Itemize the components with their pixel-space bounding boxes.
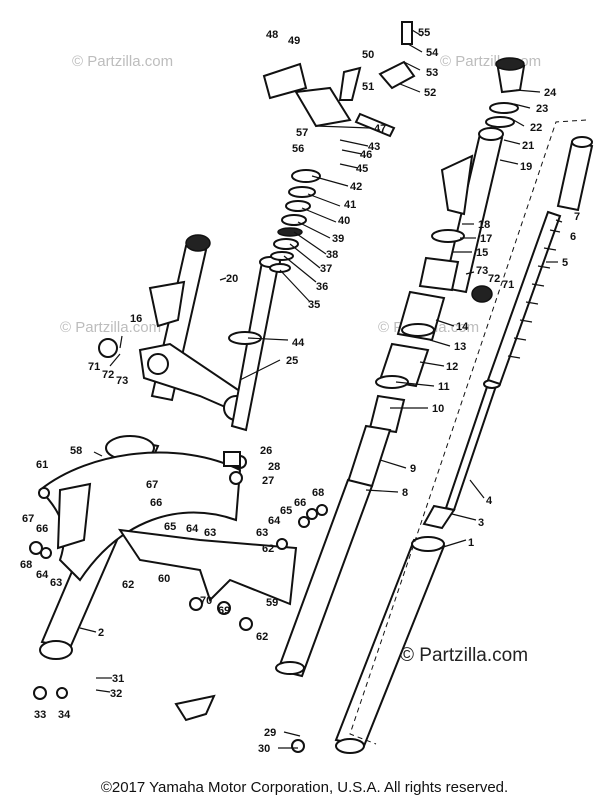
callout-16: 16	[130, 313, 142, 325]
callout-52: 52	[424, 87, 436, 99]
callout-15: 15	[476, 247, 488, 259]
callout-21: 21	[522, 140, 534, 152]
callout-32: 32	[110, 688, 122, 700]
callout-56: 56	[292, 143, 304, 155]
callout-25: 25	[286, 355, 298, 367]
callout-26: 26	[260, 445, 272, 457]
callout-61: 61	[36, 459, 48, 471]
callout-17: 17	[480, 233, 492, 245]
callout-4: 4	[486, 495, 493, 507]
callout-64-center: 64	[186, 523, 199, 535]
callout-66-right: 66	[294, 497, 306, 509]
callout-70: 70	[200, 595, 212, 607]
callout-13: 13	[454, 341, 466, 353]
callout-19: 19	[520, 161, 532, 173]
callout-6: 6	[570, 231, 576, 243]
callout-44: 44	[292, 337, 305, 349]
callout-35: 35	[308, 299, 320, 311]
callout-65-center: 65	[164, 521, 176, 533]
callout-40: 40	[338, 215, 350, 227]
callout-72-right: 72	[488, 273, 500, 285]
callout-62-right-top: 62	[262, 543, 274, 555]
callout-28: 28	[268, 461, 280, 473]
right-fork-assembly	[275, 57, 594, 754]
callout-64-left: 64	[36, 569, 49, 581]
callout-24: 24	[544, 87, 557, 99]
callout-71-right: 71	[502, 279, 514, 291]
watermark-bottom-right: © Partzilla.com	[400, 645, 528, 666]
callout-34: 34	[58, 709, 71, 721]
callout-63-left: 63	[50, 577, 62, 589]
callout-64-right: 64	[268, 515, 281, 527]
callout-55: 55	[418, 27, 430, 39]
callout-54: 54	[426, 47, 439, 59]
callout-14: 14	[456, 321, 469, 333]
callout-20: 20	[226, 273, 238, 285]
callout-27: 27	[262, 475, 274, 487]
steering-bearing-stack	[262, 21, 416, 273]
leader-lines	[79, 29, 563, 749]
callout-22: 22	[530, 122, 542, 134]
callout-37: 37	[320, 263, 332, 275]
callout-63-center: 63	[204, 527, 216, 539]
watermark-mid-left: © Partzilla.com	[60, 319, 161, 336]
callout-51: 51	[362, 81, 374, 93]
callout-46: 46	[360, 149, 372, 161]
callout-49: 49	[288, 35, 300, 47]
callout-7: 7	[574, 211, 580, 223]
callout-43: 43	[368, 141, 380, 153]
callout-68-right: 68	[312, 487, 324, 499]
callout-11: 11	[438, 381, 450, 393]
callout-65-right: 65	[280, 505, 292, 517]
callout-72-left: 72	[102, 369, 114, 381]
callout-47: 47	[374, 123, 386, 135]
callout-labels: 55 54 53 52 48 49 50 51 24 23 22 21 19 4…	[20, 27, 580, 755]
callout-45: 45	[356, 163, 368, 175]
callout-67-center: 67	[146, 479, 158, 491]
callout-58: 58	[70, 445, 82, 457]
small-hardware	[29, 338, 328, 753]
callout-53: 53	[426, 67, 438, 79]
callout-10: 10	[432, 403, 444, 415]
callout-23: 23	[536, 103, 548, 115]
callout-62-bottom: 62	[256, 631, 268, 643]
callout-69: 69	[218, 605, 230, 617]
callout-48: 48	[266, 29, 278, 41]
callout-66-center: 66	[150, 497, 162, 509]
callout-73-right: 73	[476, 265, 488, 277]
callout-29: 29	[264, 727, 276, 739]
callout-39: 39	[332, 233, 344, 245]
callout-30: 30	[258, 743, 270, 755]
callout-36: 36	[316, 281, 328, 293]
callout-59: 59	[266, 597, 278, 609]
callout-3: 3	[478, 517, 484, 529]
watermark-top-right: © Partzilla.com	[440, 53, 541, 70]
callout-18: 18	[478, 219, 490, 231]
callout-67-left: 67	[22, 513, 34, 525]
callout-1: 1	[468, 537, 474, 549]
callout-2: 2	[98, 627, 104, 639]
left-fork-assembly	[38, 234, 298, 660]
callout-63-right: 63	[256, 527, 268, 539]
watermark-top-left: © Partzilla.com	[72, 53, 173, 70]
callout-38: 38	[326, 249, 338, 261]
callout-12: 12	[446, 361, 458, 373]
callout-60: 60	[158, 573, 170, 585]
callout-5: 5	[562, 257, 568, 269]
callout-57: 57	[296, 127, 308, 139]
callout-50: 50	[362, 49, 374, 61]
callout-66-left: 66	[36, 523, 48, 535]
callout-33: 33	[34, 709, 46, 721]
callout-68-left: 68	[20, 559, 32, 571]
callout-42: 42	[350, 181, 362, 193]
callout-62-left: 62	[122, 579, 134, 591]
callout-41: 41	[344, 199, 356, 211]
callout-31: 31	[112, 673, 124, 685]
copyright-notice: ©2017 Yamaha Motor Corporation, U.S.A. A…	[100, 779, 509, 796]
callout-71-left: 71	[88, 361, 100, 373]
callout-73-left: 73	[116, 375, 128, 387]
callout-8: 8	[402, 487, 408, 499]
callout-9: 9	[410, 463, 416, 475]
